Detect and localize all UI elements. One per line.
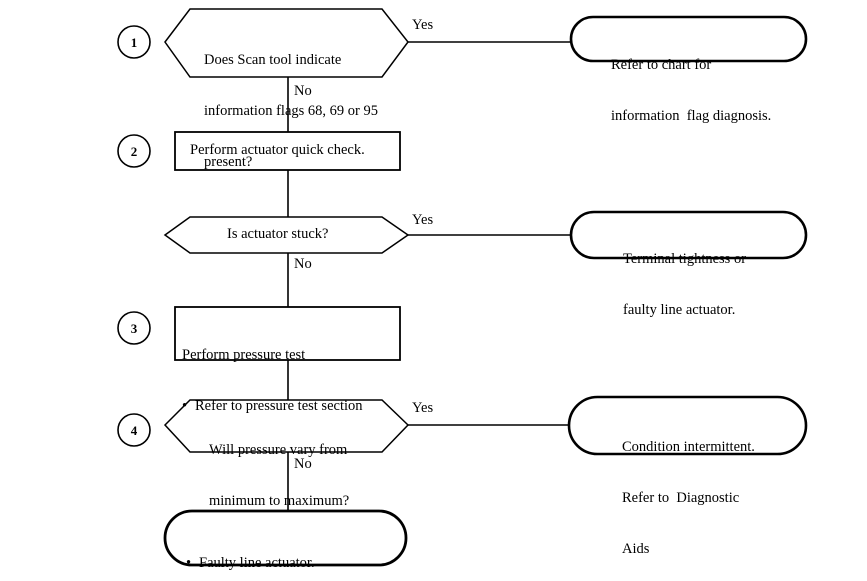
result-node-4-text: Condition intermittent. Refer to Diagnos…: [622, 405, 755, 581]
step-circle-3: [117, 311, 151, 345]
result-node-1-text: Refer to chart for information flag diag…: [611, 23, 771, 159]
process-node-3-bullet-1-row: • Refer to pressure test section: [182, 398, 363, 415]
decision-node-2-text: Is actuator stuck?: [227, 226, 329, 242]
process-node-2-text: Perform actuator quick check.: [190, 142, 365, 158]
result-node-2: [569, 210, 808, 260]
result-node-2-line-2: faulty line actuator.: [623, 302, 736, 318]
bullet-glyph-icon: •: [182, 398, 188, 414]
decision-node-4: [163, 399, 410, 453]
result-node-2-text: Terminal tightness or faulty line actuat…: [623, 217, 746, 353]
result-node-4-line-2: Refer to Diagnostic: [622, 490, 740, 506]
decision-node-1-line-3: present?: [204, 154, 253, 170]
edge-label-yes-1: Yes: [412, 17, 434, 33]
result-node-1-line-1: Refer to chart for: [611, 57, 712, 73]
step-circle-1: [117, 25, 151, 59]
step-circle-4: [117, 413, 151, 447]
step-number-2: 2: [130, 144, 138, 159]
process-node-3-line-1: Perform pressure test: [182, 347, 306, 363]
step-number-1: 1: [130, 35, 138, 50]
decision-node-2: [163, 216, 410, 254]
step-number-4: 4: [130, 423, 138, 438]
result-node-final-bullet-1-row: • Faulty line actuator.: [186, 555, 383, 572]
edge-label-yes-2: Yes: [412, 212, 434, 228]
process-node-3-text: Perform pressure test • Refer to pressure…: [182, 313, 363, 449]
bullet-glyph-icon: •: [186, 555, 192, 571]
result-node-final-text: •Faulty line actuator. •Faulty pressure …: [186, 521, 383, 581]
step-number-3: 3: [130, 321, 138, 336]
result-node-4-line-1: Condition intermittent.: [622, 439, 755, 455]
result-node-final: [163, 509, 408, 567]
process-node-3: [174, 306, 401, 361]
edge-label-no-1: No: [294, 83, 312, 99]
process-node-2: [174, 131, 401, 171]
result-node-1-line-2: information flag diagnosis.: [611, 108, 772, 124]
decision-node-1-text: Does Scan tool indicate information flag…: [204, 18, 378, 205]
edge-label-yes-3: Yes: [412, 400, 434, 416]
edge-label-no-2: No: [294, 256, 312, 272]
result-node-2-line-1: Terminal tightness or: [623, 251, 747, 267]
process-node-3-bullet-1: Refer to pressure test section: [195, 398, 363, 414]
result-node-4-line-3: Aids: [622, 541, 650, 557]
step-circle-2: [117, 134, 151, 168]
result-node-4: [567, 395, 808, 456]
decision-node-4-text: Will pressure vary from minimum to maxim…: [209, 408, 349, 544]
edge-label-no-3: No: [294, 456, 312, 472]
result-node-1: [569, 15, 808, 63]
decision-node-4-line-1: Will pressure vary from: [209, 442, 348, 458]
decision-node-1-line-1: Does Scan tool indicate: [204, 52, 342, 68]
result-node-final-bullet-1: Faulty line actuator.: [199, 555, 315, 571]
decision-node-4-line-2: minimum to maximum?: [209, 493, 350, 509]
decision-node-1-line-2: information flags 68, 69 or 95: [204, 103, 378, 119]
decision-node-1: [164, 8, 409, 78]
